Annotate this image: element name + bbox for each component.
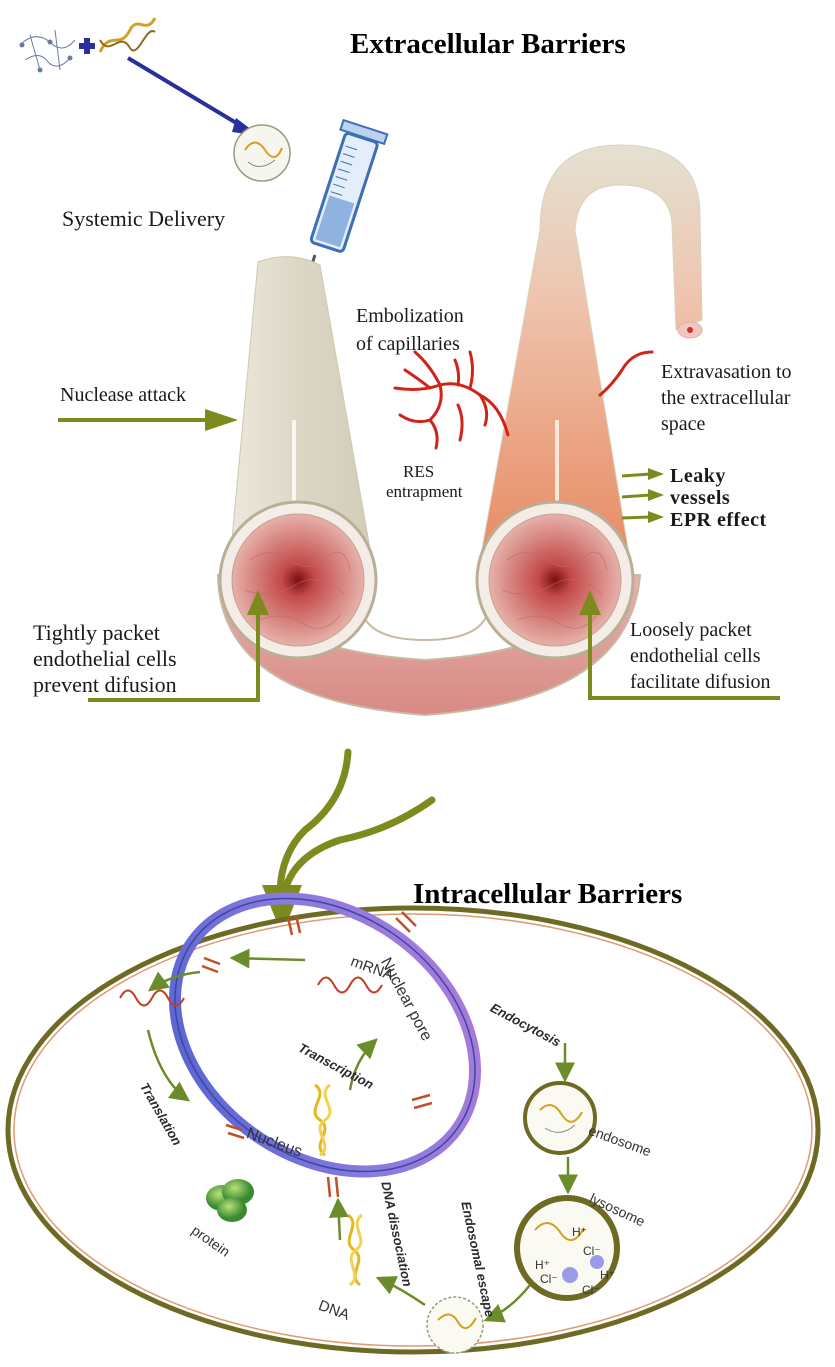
- extravasation-label-line2: the extracellular: [661, 386, 790, 410]
- right-lumen: [477, 502, 633, 658]
- vessels-label: vessels: [670, 486, 730, 510]
- nuclease-attack-label: Nuclease attack: [60, 383, 186, 407]
- extravasation-label-line3: space: [661, 412, 705, 436]
- ion-cl-2: Cl⁻: [540, 1272, 558, 1286]
- tight-label-line3: prevent difusion: [33, 672, 177, 698]
- extravasation-label-line1: Extravasation to: [661, 360, 792, 384]
- intracellular-title: Intracellular Barriers: [413, 878, 682, 911]
- nanoparticle-icon: [234, 125, 290, 181]
- res-label-line1: RES: [403, 462, 434, 482]
- cell-membrane: [8, 908, 818, 1352]
- endosome-icon: [525, 1083, 595, 1153]
- ion-cl-1: Cl⁻: [583, 1244, 601, 1258]
- ion-h-3: H⁺: [600, 1268, 615, 1282]
- left-lumen: [220, 502, 376, 658]
- tight-label-line1: Tightly packet: [33, 620, 160, 646]
- extracellular-title: Extracellular Barriers: [350, 28, 626, 61]
- delivery-arrow: [128, 58, 248, 130]
- plus-icon: [79, 38, 95, 54]
- dna-helix-icon: [100, 18, 155, 52]
- leaky-label: Leaky: [670, 464, 726, 488]
- loose-label-line1: Loosely packet: [630, 618, 752, 642]
- embolization-label-line2: of capillaries: [356, 332, 460, 356]
- transition-arrows: [280, 752, 432, 895]
- lysosome-icon: [517, 1198, 617, 1298]
- loose-label-line2: endothelial cells: [630, 644, 761, 668]
- polymer-icon: [20, 30, 75, 72]
- loose-label-line3: facilitate difusion: [630, 670, 771, 694]
- res-label-line2: entrapment: [386, 482, 462, 502]
- systemic-delivery-label: Systemic Delivery: [62, 206, 225, 232]
- ion-h-1: H⁺: [572, 1225, 587, 1239]
- epr-arrows: [622, 474, 650, 518]
- epr-effect-label: EPR effect: [670, 508, 767, 532]
- tight-label-line2: endothelial cells: [33, 646, 177, 672]
- right-vessel-hook: [480, 145, 702, 560]
- embolization-label-line1: Embolization: [356, 304, 464, 328]
- escaping-particle-icon: [427, 1297, 483, 1353]
- ion-h-2: H⁺: [535, 1258, 550, 1272]
- ion-cl-3: Cl⁻: [582, 1283, 600, 1297]
